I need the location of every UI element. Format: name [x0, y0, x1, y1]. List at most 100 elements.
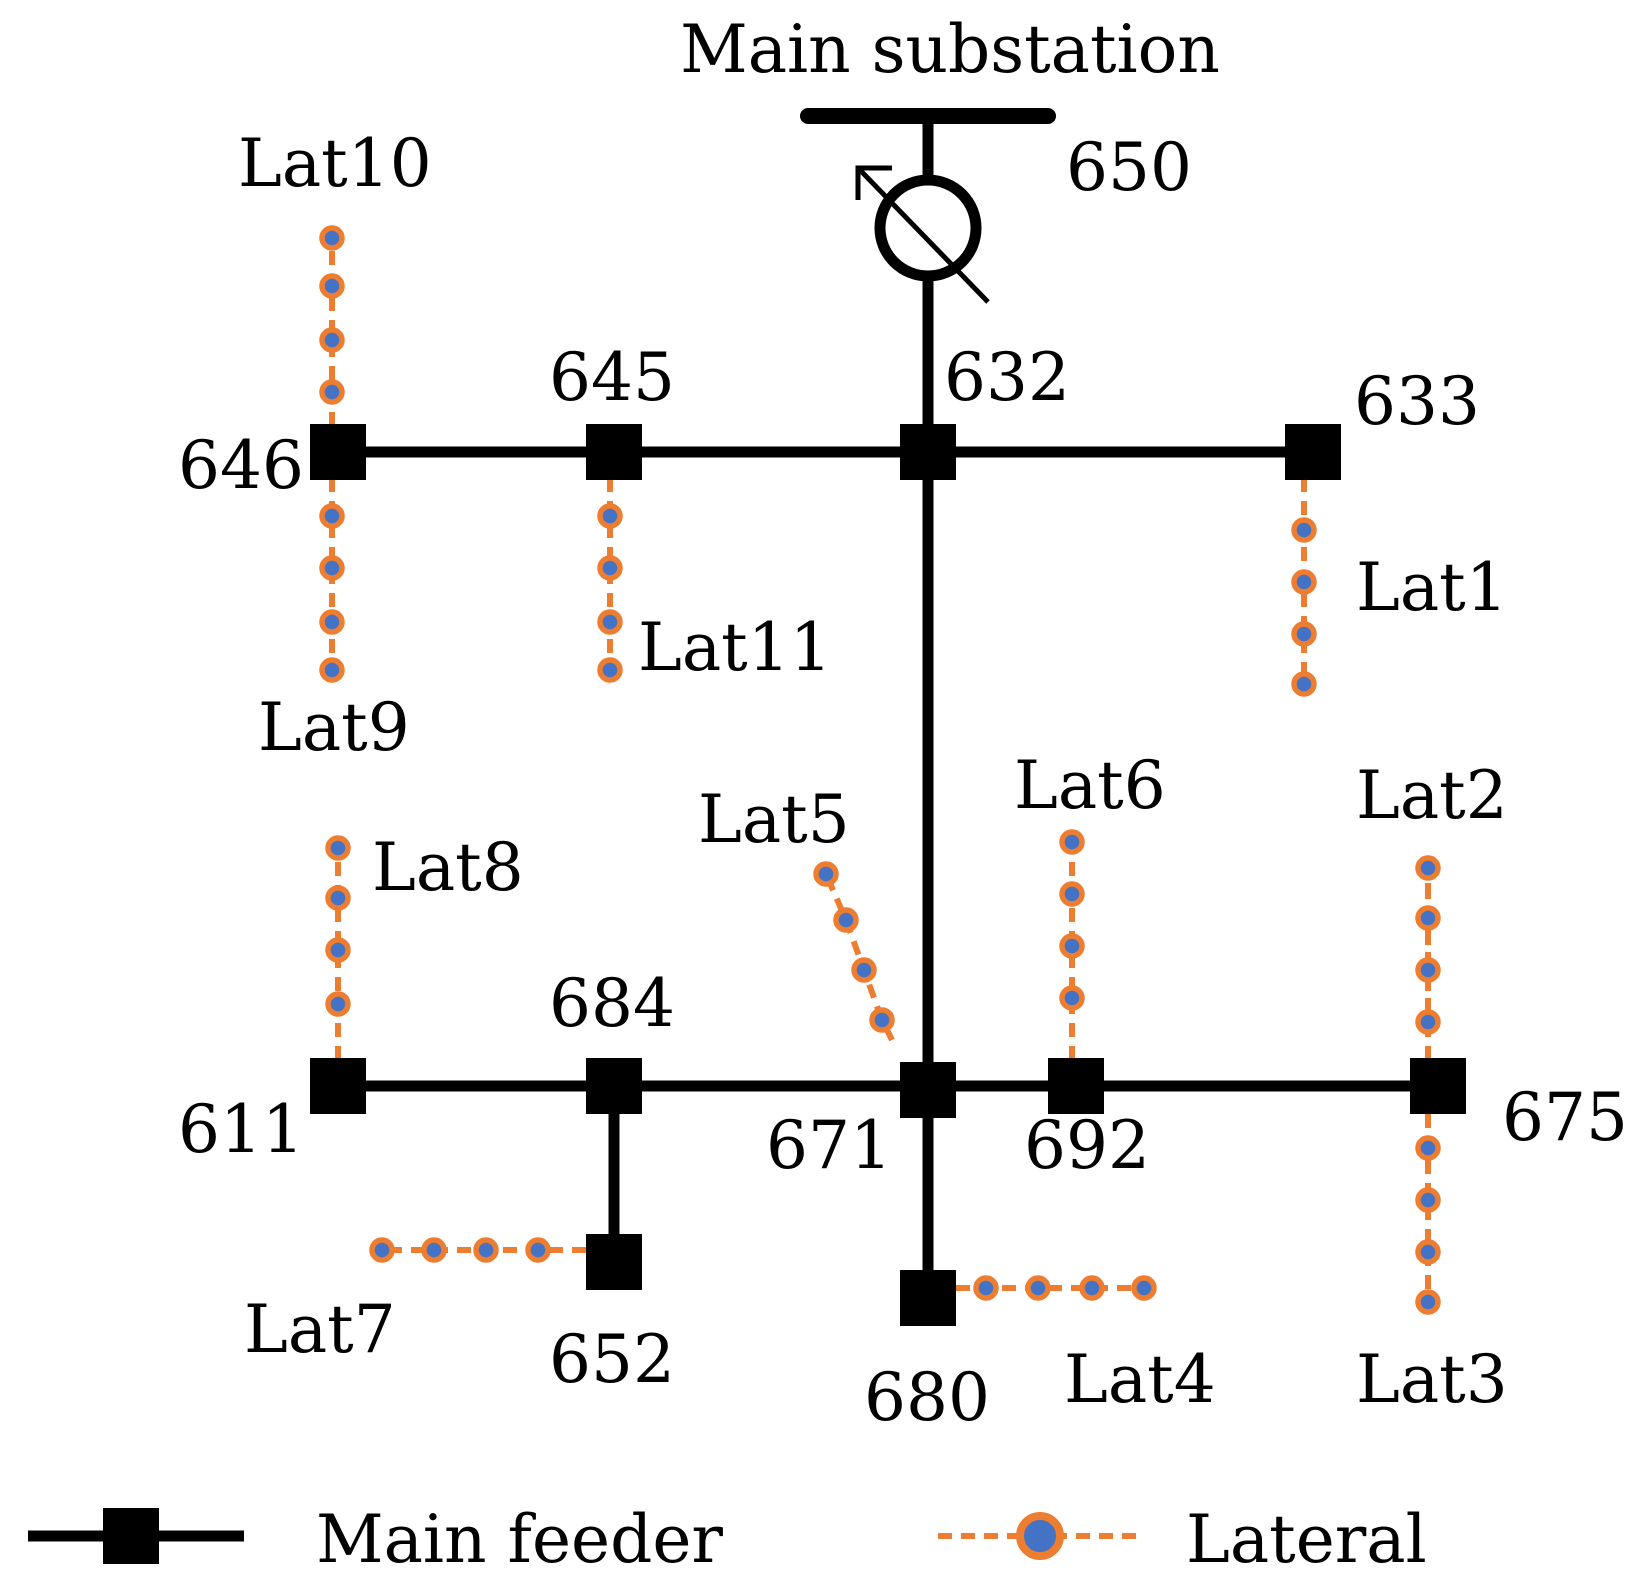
lateral-label-lat3: Lat3: [1356, 1341, 1508, 1418]
lateral-node-lat1-1: [1291, 517, 1317, 543]
node-label-684: 684: [549, 965, 675, 1042]
lateral-node-lat3-4: [1415, 1289, 1441, 1315]
node-label-632: 632: [944, 339, 1070, 416]
lateral-node-lat7-2: [473, 1237, 499, 1263]
lateral-label-lat8: Lat8: [372, 829, 524, 906]
lateral-node-lat9-1: [319, 503, 345, 529]
lateral-label-lat10: Lat10: [238, 125, 432, 202]
lateral-node-lat10-3: [319, 273, 345, 299]
node-label-692: 692: [1024, 1107, 1150, 1184]
node-label-671: 671: [766, 1107, 892, 1184]
lateral-node-lat4-3: [1079, 1275, 1105, 1301]
lateral-lat9: [319, 478, 345, 683]
lateral-node-lat3-3: [1415, 1239, 1441, 1265]
lateral-label-lat4: Lat4: [1064, 1341, 1216, 1418]
regulator-arrow-shaft: [858, 168, 990, 304]
lateral-node-lat4-4: [1131, 1275, 1157, 1301]
lateral-lat3: [1415, 1114, 1441, 1315]
lateral-node-lat5-2: [851, 957, 877, 983]
bus-node-632: [900, 424, 956, 480]
lateral-label-lat11: Lat11: [638, 609, 832, 686]
lateral-label-lat1: Lat1: [1356, 549, 1508, 626]
legend-feeder-node: [103, 1508, 159, 1564]
lateral-node-lat6-3: [1059, 881, 1085, 907]
lateral-node-lat6-1: [1059, 985, 1085, 1011]
laterals-layer: [319, 225, 1441, 1315]
lateral-node-lat7-3: [421, 1237, 447, 1263]
bus-node-675: [1410, 1058, 1466, 1114]
diagram-title: Main substation: [680, 11, 1220, 88]
lateral-node-lat2-2: [1415, 905, 1441, 931]
regulator-arrowhead-icon: [855, 165, 892, 200]
lateral-node-lat2-4: [1415, 1009, 1441, 1035]
lateral-node-lat6-2: [1059, 933, 1085, 959]
bus-node-671: [900, 1062, 956, 1118]
bus-node-633: [1285, 424, 1341, 480]
lateral-node-lat8-1: [325, 991, 351, 1017]
lateral-lat5: [813, 861, 895, 1042]
lateral-lat7: [369, 1237, 586, 1263]
lateral-node-lat11-3: [597, 609, 623, 635]
lateral-node-lat11-2: [597, 555, 623, 581]
node-label-680: 680: [864, 1359, 990, 1436]
voltage-regulator-icon: [874, 174, 982, 282]
lateral-node-lat5-3: [833, 907, 859, 933]
legend-lateral-label: Lateral: [1186, 1501, 1427, 1578]
node-label-675: 675: [1502, 1079, 1627, 1156]
legend-lateral-dot: [1016, 1512, 1064, 1560]
lateral-lat6: [1059, 829, 1085, 1060]
node-label-611: 611: [178, 1091, 304, 1168]
lateral-node-lat1-3: [1291, 621, 1317, 647]
lateral-label-lat6: Lat6: [1014, 747, 1166, 824]
lateral-node-lat6-4: [1059, 829, 1085, 855]
lateral-node-lat8-4: [325, 835, 351, 861]
lateral-node-lat4-2: [1025, 1275, 1051, 1301]
bus-node-684: [586, 1058, 642, 1114]
lateral-label-lat2: Lat2: [1356, 757, 1508, 834]
lateral-node-lat2-1: [1415, 855, 1441, 881]
lateral-node-lat3-1: [1415, 1135, 1441, 1161]
bus-node-692: [1048, 1058, 1104, 1114]
bus-node-611: [310, 1058, 366, 1114]
lateral-node-lat11-1: [597, 503, 623, 529]
lateral-lat8: [325, 835, 351, 1060]
bus-node-680: [900, 1270, 956, 1326]
lateral-node-lat7-1: [525, 1237, 551, 1263]
lateral-lat11: [597, 478, 623, 683]
bus-node-646: [310, 424, 366, 480]
lateral-lat4: [956, 1275, 1157, 1301]
lateral-node-lat9-3: [319, 609, 345, 635]
lateral-label-lat5: Lat5: [698, 781, 850, 858]
node-label-650: 650: [1066, 129, 1192, 206]
bus-node-652: [586, 1234, 642, 1290]
lateral-node-lat2-3: [1415, 957, 1441, 983]
node-label-633: 633: [1354, 363, 1480, 440]
lateral-node-lat10-2: [319, 327, 345, 353]
lateral-node-lat7-4: [369, 1237, 395, 1263]
lateral-node-lat1-2: [1291, 569, 1317, 595]
node-label-645: 645: [549, 339, 675, 416]
lateral-node-lat8-2: [325, 937, 351, 963]
lateral-lat2: [1415, 855, 1441, 1060]
bus-node-645: [586, 424, 642, 480]
lateral-node-lat9-4: [319, 657, 345, 683]
node-label-652: 652: [549, 1321, 675, 1398]
lateral-node-lat11-4: [597, 657, 623, 683]
legend: Main feeder Lateral: [28, 1501, 1427, 1578]
lateral-node-lat10-4: [319, 225, 345, 251]
lateral-node-lat8-3: [325, 885, 351, 911]
lateral-node-lat9-2: [319, 555, 345, 581]
node-label-646: 646: [178, 427, 304, 504]
lateral-node-lat10-1: [319, 379, 345, 405]
lateral-lat10: [319, 225, 345, 426]
lateral-label-lat9: Lat9: [258, 689, 410, 766]
lateral-label-lat7: Lat7: [244, 1291, 396, 1368]
legend-main-feeder-label: Main feeder: [316, 1501, 723, 1578]
lateral-node-lat5-1: [869, 1007, 895, 1033]
lateral-node-lat5-4: [813, 861, 839, 887]
lateral-node-lat1-4: [1291, 671, 1317, 697]
lateral-node-lat3-2: [1415, 1187, 1441, 1213]
lateral-node-lat4-1: [973, 1275, 999, 1301]
lateral-lat1: [1291, 478, 1317, 697]
